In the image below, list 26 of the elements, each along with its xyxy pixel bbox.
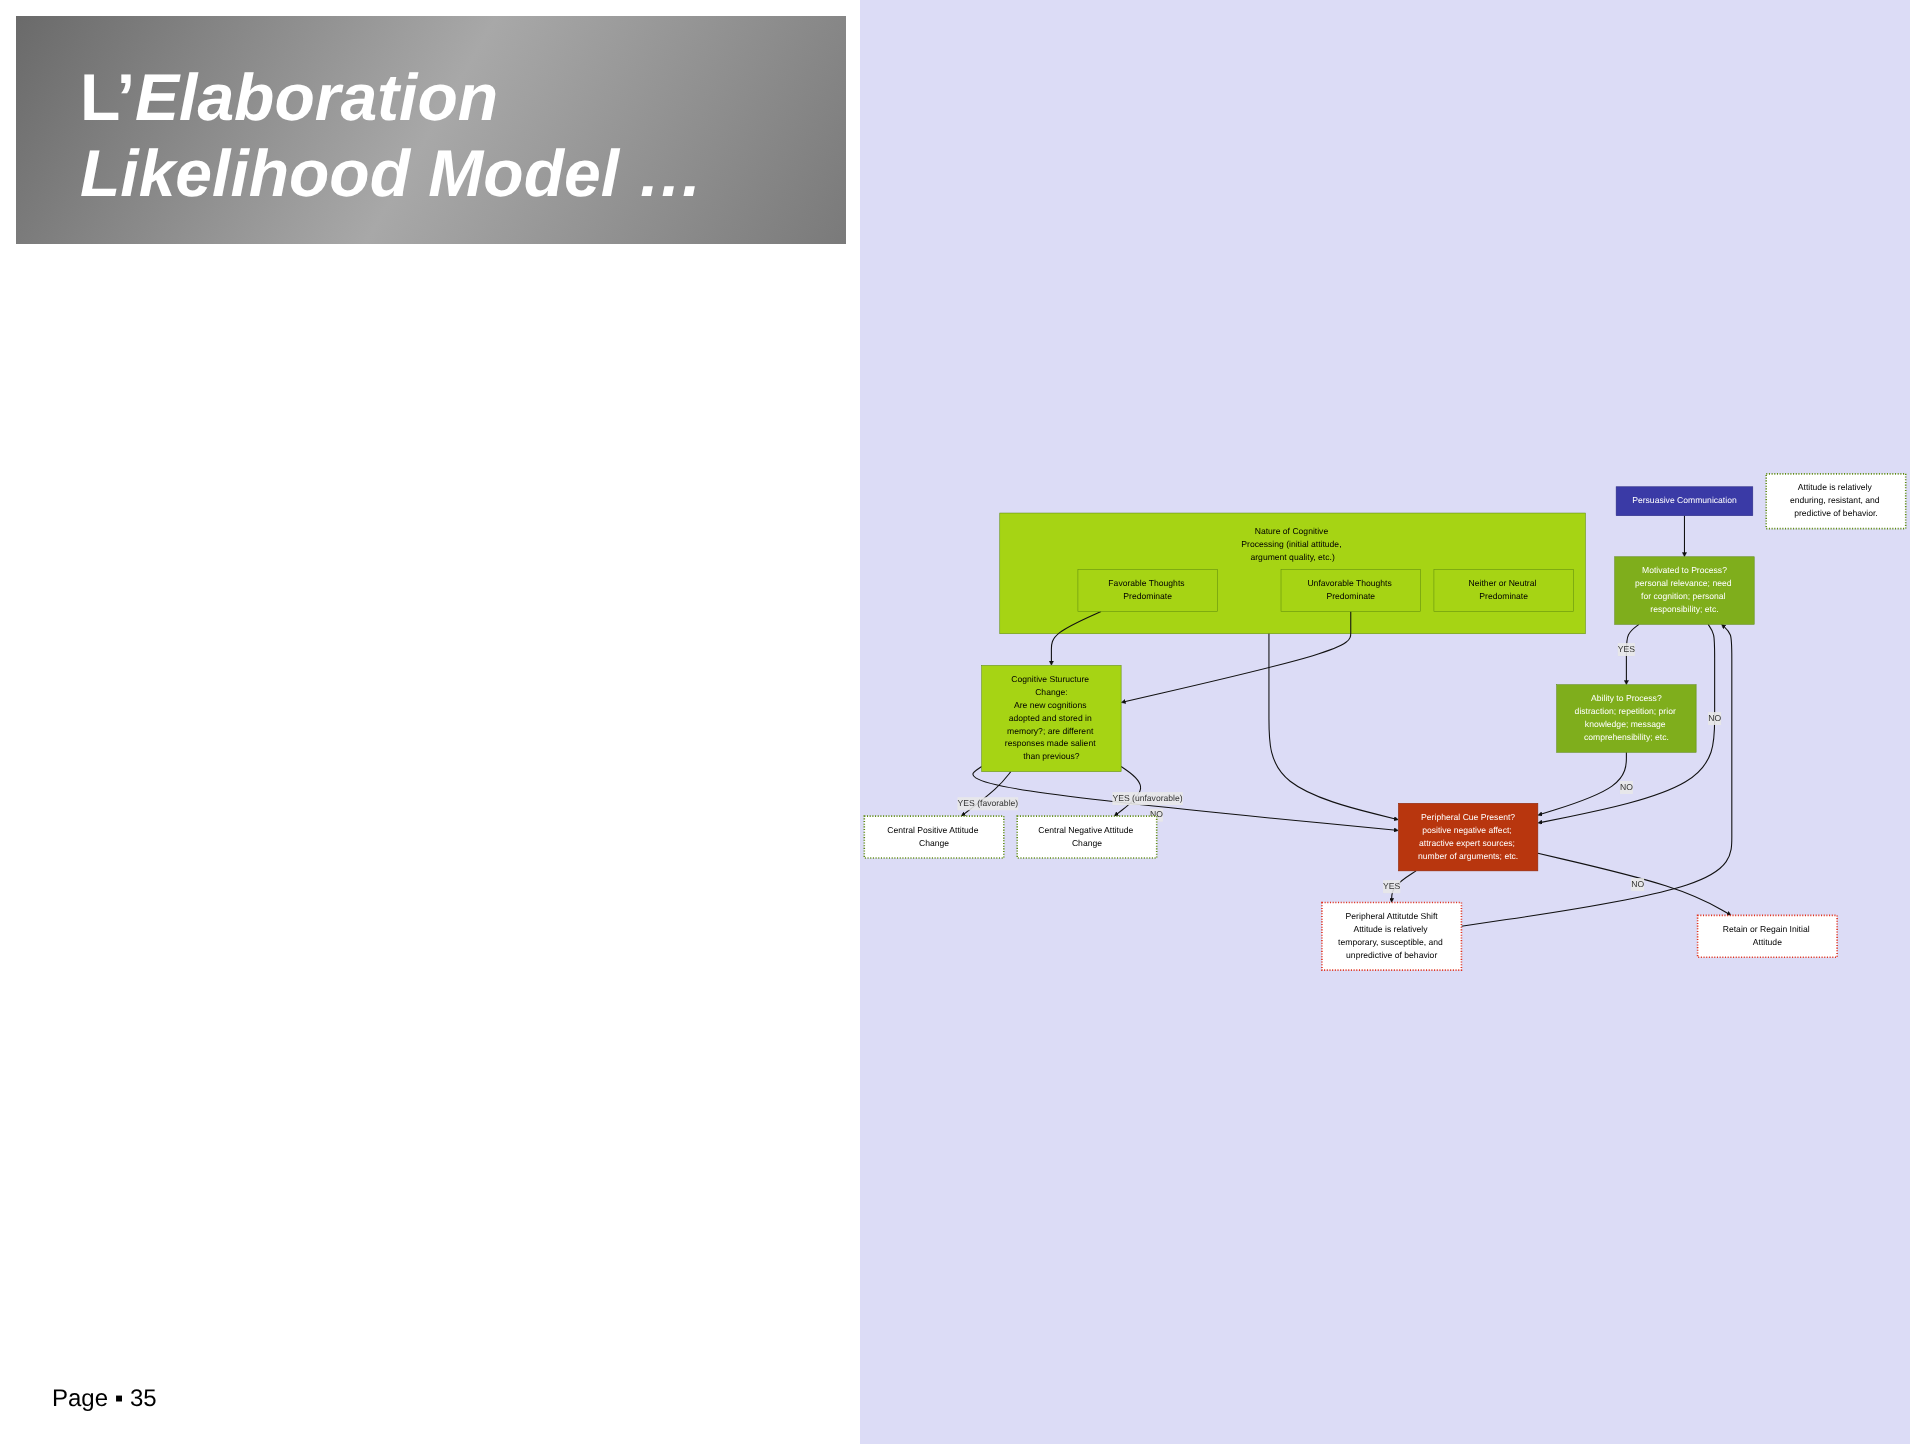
arrow <box>1049 610 1102 666</box>
page-number: Page ▪ 35 <box>52 1384 157 1412</box>
node-box <box>1280 569 1421 612</box>
node-box <box>1615 486 1754 516</box>
arrow <box>1268 633 1399 821</box>
arrow <box>1537 623 1716 825</box>
arrow <box>1537 852 1732 916</box>
arrow <box>1120 610 1352 704</box>
node-box <box>1016 815 1158 859</box>
arrow <box>1389 870 1417 903</box>
node-box <box>1696 914 1838 959</box>
slide-title: L’Elaboration Likelihood Model … <box>16 16 846 244</box>
cluster <box>999 512 1586 634</box>
arrow <box>1624 623 1640 685</box>
arrow <box>1682 515 1687 557</box>
node-box <box>1398 803 1539 872</box>
arrow <box>1537 751 1627 817</box>
node-box <box>1321 901 1463 971</box>
node-box <box>1765 473 1907 530</box>
node-box <box>1433 569 1574 612</box>
arrow <box>1460 624 1733 927</box>
node-box <box>1614 556 1755 625</box>
node-box <box>981 665 1122 772</box>
node-box <box>1077 569 1218 612</box>
node-box <box>863 815 1005 859</box>
node-box <box>1556 684 1697 753</box>
